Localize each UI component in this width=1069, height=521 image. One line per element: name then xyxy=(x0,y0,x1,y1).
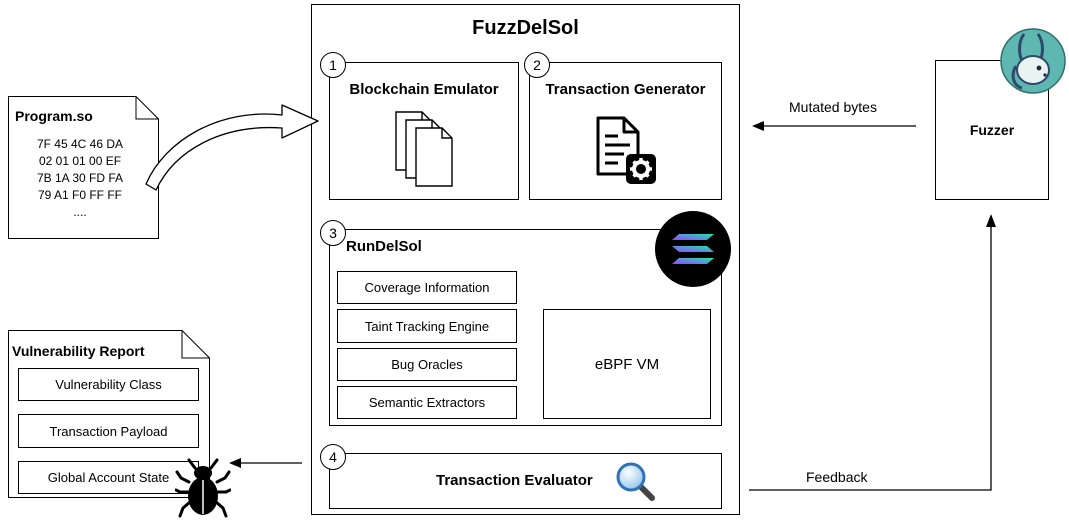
transaction-generator-label: Transaction Generator xyxy=(545,80,706,98)
rundelsol-item-taint: Taint Tracking Engine xyxy=(337,309,517,343)
step-number-4: 4 xyxy=(320,444,346,470)
report-item-state: Global Account State xyxy=(18,461,199,494)
document-gear-icon xyxy=(596,116,656,184)
report-title: Vulnerability Report xyxy=(12,343,145,359)
page-title: FuzzDelSol xyxy=(472,16,579,39)
rundelsol-item-oracles: Bug Oracles xyxy=(337,348,517,381)
step-number-2: 2 xyxy=(524,52,550,78)
step-number-3: 3 xyxy=(320,220,346,246)
feedback-arrow xyxy=(749,226,992,491)
transaction-evaluator-box xyxy=(329,453,722,509)
ebpf-vm-box: eBPF VM xyxy=(543,309,711,419)
program-to-emulator-arrow xyxy=(145,104,319,191)
program-byte-line: 02 01 01 00 EF xyxy=(38,154,122,168)
transaction-evaluator-label: Transaction Evaluator xyxy=(436,472,593,489)
magnifier-icon xyxy=(616,462,655,501)
program-bytes: 7F 45 4C 46 DA 02 01 01 00 EF 7B 1A 30 F… xyxy=(15,136,145,221)
mutated-bytes-label: Mutated bytes xyxy=(789,99,877,115)
step-number-1: 1 xyxy=(320,52,346,78)
documents-icon xyxy=(395,111,453,187)
program-byte-line: 79 A1 F0 FF FF xyxy=(37,188,123,202)
program-byte-line: 7F 45 4C 46 DA xyxy=(36,137,124,151)
report-item-class: Vulnerability Class xyxy=(18,368,199,401)
report-item-payload: Transaction Payload xyxy=(18,414,199,448)
program-title: Program.so xyxy=(15,108,93,124)
rabbit-logo xyxy=(1000,28,1066,94)
blockchain-emulator-label: Blockchain Emulator xyxy=(349,80,499,98)
fuzzer-label: Fuzzer xyxy=(969,122,1015,138)
program-byte-line: .... xyxy=(73,205,87,219)
rundelsol-item-coverage: Coverage Information xyxy=(337,271,517,304)
feedback-label: Feedback xyxy=(806,469,868,485)
solana-logo xyxy=(655,211,731,287)
rundelsol-label: RunDelSol xyxy=(346,238,422,255)
rundelsol-item-extractors: Semantic Extractors xyxy=(337,386,517,419)
bug-icon xyxy=(175,458,231,518)
program-byte-line: 7B 1A 30 FD FA xyxy=(36,171,124,185)
